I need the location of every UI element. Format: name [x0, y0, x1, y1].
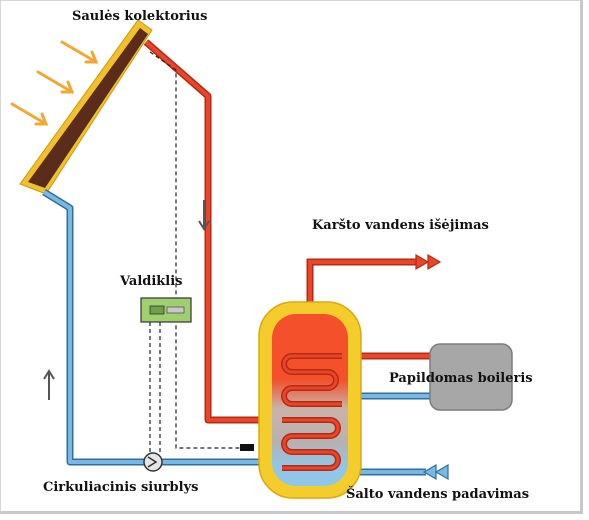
cold-inlet-arrow-icon: [422, 463, 449, 481]
hot-water-outlet-label: Karšto vandens išėjimas: [312, 218, 489, 233]
hot-water-outlet-pipe: [306, 258, 422, 312]
hot-outlet-arrow-icon: [415, 253, 442, 271]
lower-coil: [281, 417, 341, 471]
aux-boiler: [429, 343, 513, 411]
cold-water-inlet-label: Šalto vandens padavimas: [346, 485, 529, 502]
sensor-icon: [240, 444, 254, 451]
pump-label: Cirkuliacinis siurblys: [43, 480, 198, 495]
upper-coil: [281, 353, 342, 407]
flow-direction-arrow: [43, 369, 55, 400]
sun-ray-arrow: [60, 40, 99, 64]
solar-collector: [19, 19, 153, 195]
flow-direction-arrow: [198, 200, 210, 231]
collector-label: Saulės kolektorius: [72, 9, 207, 24]
hot-pipe-loop: [143, 39, 282, 424]
controller-signal-lines: [149, 51, 244, 452]
aux-boiler-label: Papildomas boileris: [389, 371, 533, 386]
sun-rays: [10, 40, 99, 126]
sun-ray-arrow: [36, 70, 75, 94]
sun-ray-arrow: [10, 102, 49, 126]
pump-icon: [143, 452, 163, 472]
controller-label: Valdiklis: [119, 274, 183, 289]
cold-pipe-loop: [42, 189, 264, 466]
controller-box: [140, 297, 192, 323]
